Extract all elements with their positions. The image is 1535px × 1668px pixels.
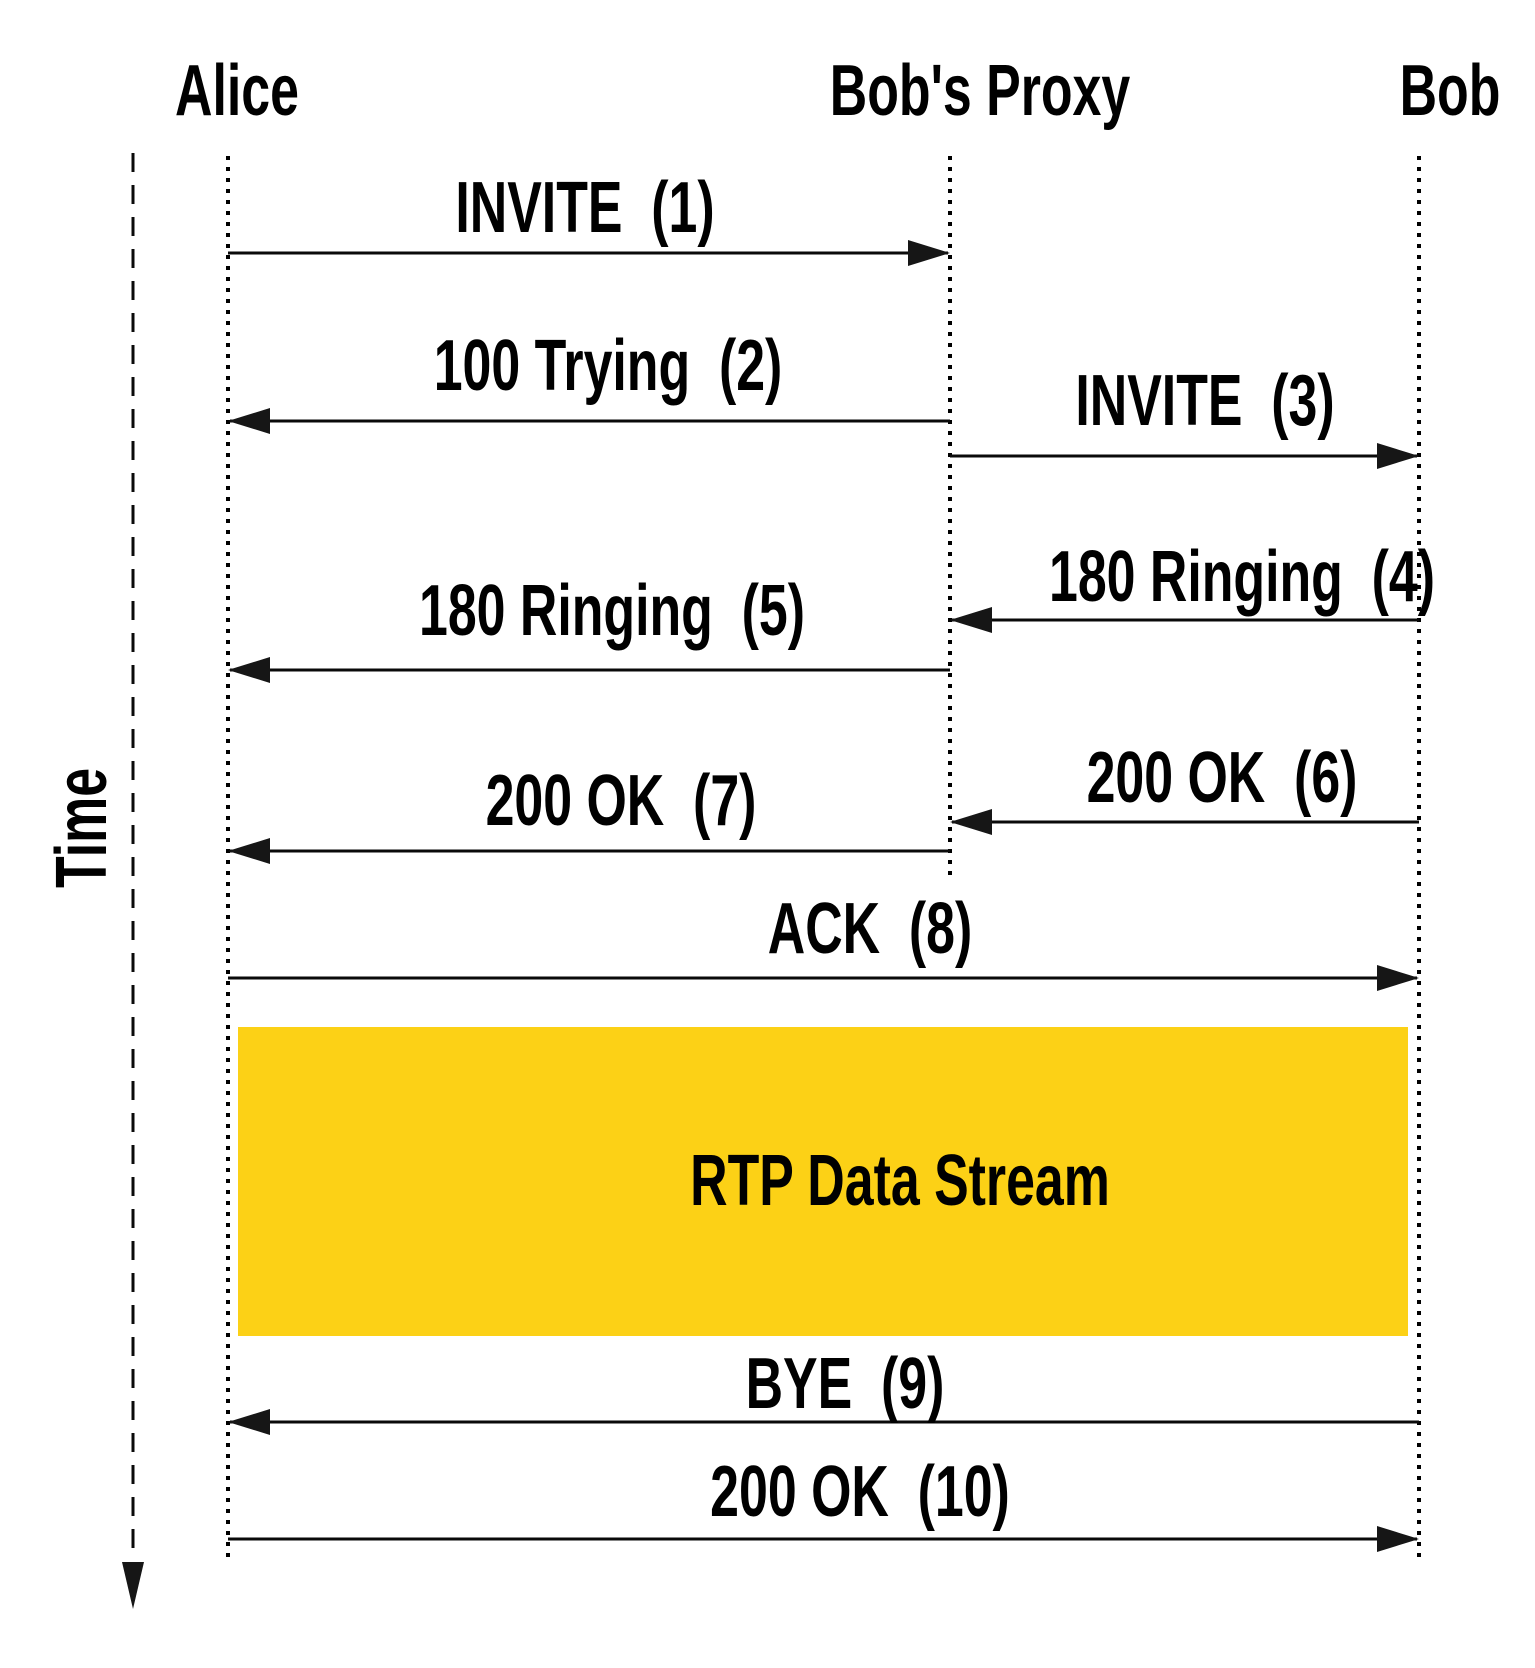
arrowhead-left bbox=[228, 1409, 270, 1435]
message-label-180-ringing-4: 180 Ringing (4) bbox=[1049, 537, 1435, 617]
arrowhead-right bbox=[1377, 443, 1419, 469]
message-label-100-trying-2: 100 Trying (2) bbox=[433, 326, 783, 406]
arrowhead-left bbox=[228, 838, 270, 864]
arrow-200-ok-10 bbox=[228, 1526, 1419, 1552]
participant-label-bob: Bob bbox=[1399, 51, 1501, 131]
message-label-bye-9: BYE (9) bbox=[745, 1344, 945, 1424]
arrow-180-ringing-5 bbox=[228, 657, 950, 683]
arrowhead-left bbox=[950, 809, 992, 835]
message-label-200-ok-10: 200 OK (10) bbox=[710, 1452, 1010, 1532]
arrow-invite-3 bbox=[950, 443, 1419, 469]
message-label-200-ok-7: 200 OK (7) bbox=[485, 761, 757, 841]
message-label-invite-1: INVITE (1) bbox=[455, 168, 715, 248]
arrow-180-ringing-4 bbox=[950, 607, 1419, 633]
arrowhead-right bbox=[908, 240, 950, 266]
participant-label-alice: Alice bbox=[175, 51, 299, 131]
arrowhead-left bbox=[228, 657, 270, 683]
arrow-200-ok-6 bbox=[950, 809, 1419, 835]
arrowhead-left bbox=[228, 408, 270, 434]
message-label-180-ringing-5: 180 Ringing (5) bbox=[419, 571, 805, 651]
arrow-200-ok-7 bbox=[228, 838, 950, 864]
time-axis-arrowhead-down bbox=[122, 1562, 144, 1609]
message-label-200-ok-6: 200 OK (6) bbox=[1086, 738, 1358, 818]
arrowhead-right bbox=[1377, 1526, 1419, 1552]
arrowhead-right bbox=[1377, 965, 1419, 991]
participant-label-bobs-proxy: Bob's Proxy bbox=[829, 51, 1131, 131]
arrow-bye-9 bbox=[228, 1409, 1419, 1435]
time-axis bbox=[122, 153, 144, 1609]
message-label-ack-8: ACK (8) bbox=[767, 889, 973, 969]
message-label-invite-3: INVITE (3) bbox=[1075, 361, 1335, 441]
arrow-100-trying-2 bbox=[228, 408, 950, 434]
time-axis-label: Time bbox=[42, 767, 122, 889]
rtp-stream-box bbox=[238, 1027, 1408, 1336]
arrow-ack-8 bbox=[228, 965, 1419, 991]
arrowhead-left bbox=[950, 607, 992, 633]
rtp-stream-label: RTP Data Stream bbox=[690, 1141, 1110, 1221]
arrow-invite-1 bbox=[228, 240, 950, 266]
